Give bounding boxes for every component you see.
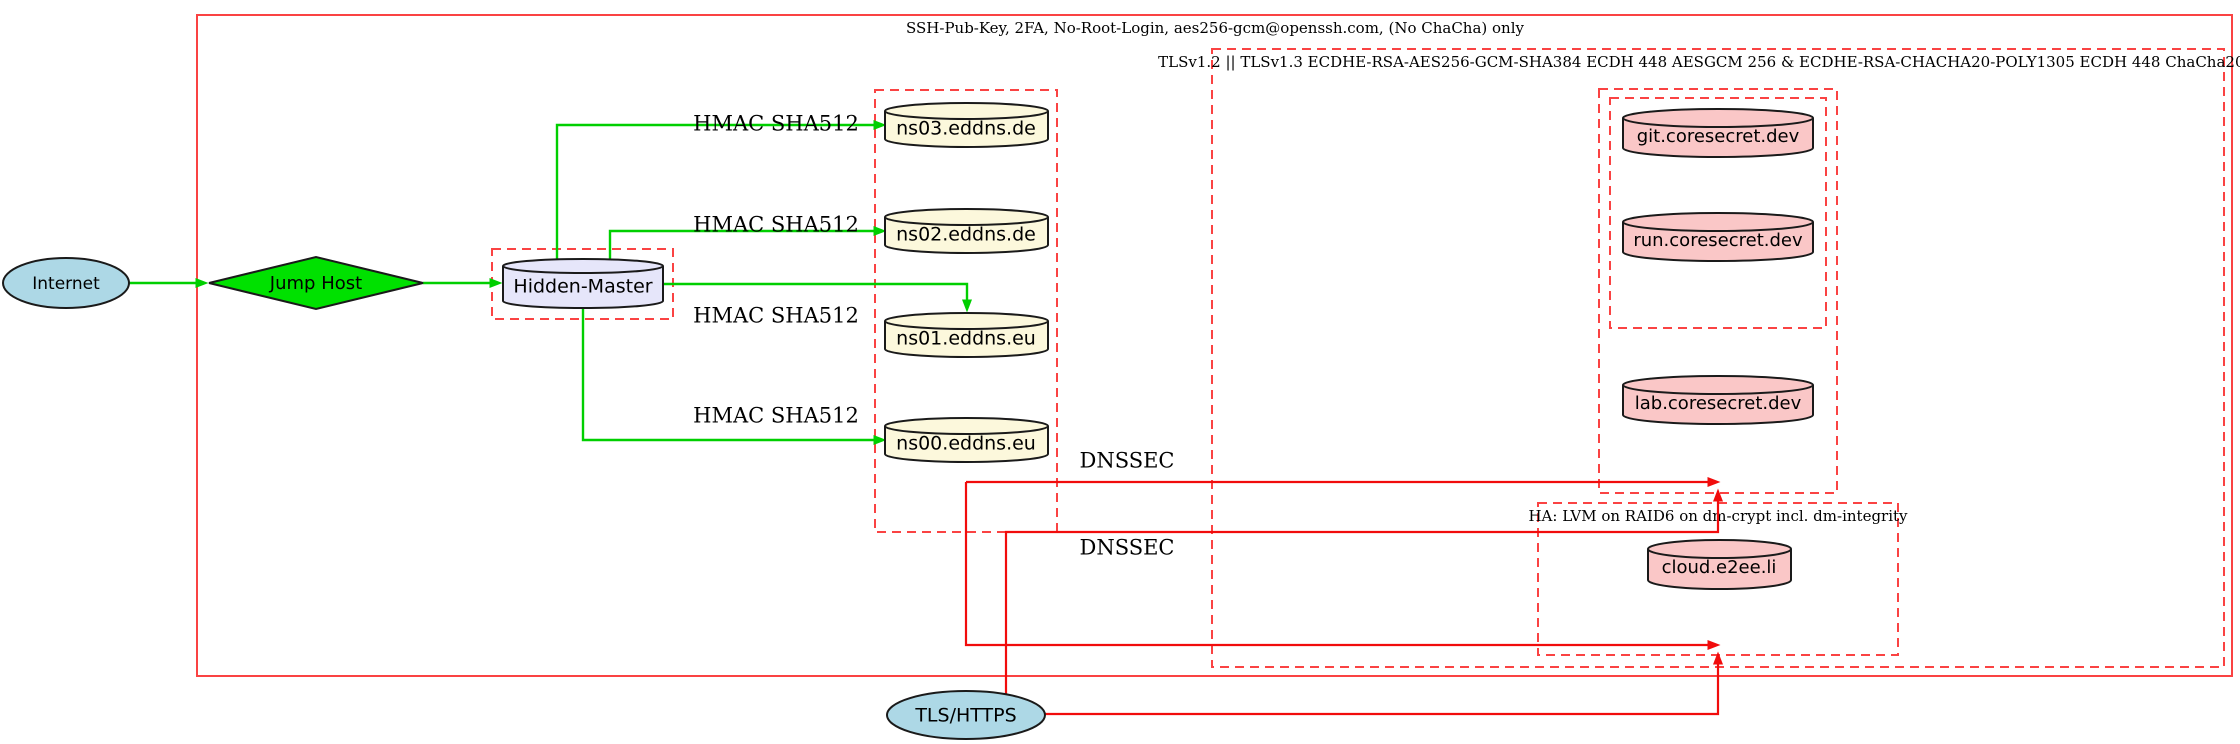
node-cloud-label: cloud.e2ee.li [1662,557,1777,578]
edge-tlshttps-to-coresecret [1004,488,1723,694]
edge-label-hmac-ns00: HMAC SHA512 [693,404,859,428]
cluster-ssh-label: SSH-Pub-Key, 2FA, No-Root-Login, aes256-… [906,19,1525,37]
ns03-cylinder-lip [884,110,1049,120]
ns01-cylinder-lip [884,320,1049,330]
node-ns03-label: ns03.eddns.de [896,118,1036,140]
git-cylinder-lip [1622,117,1814,128]
edge-dnssec-lower [964,482,1721,650]
ns02-cylinder-lip [884,216,1049,226]
cluster-nameservers-box [874,89,1058,533]
node-ns02: ns02.eddns.de [884,208,1049,254]
node-hidden-master-label: Hidden-Master [513,276,652,298]
edge-tlshttps-to-ha [1045,651,1723,716]
edge-label-dnssec-upper: DNSSEC [1079,449,1174,473]
cluster-coresecret-outer-box [1598,88,1838,494]
node-internet: Internet [2,257,130,309]
cluster-tls-label: TLSv1.2 || TLSv1.3 ECDHE-RSA-AES256-GCM-… [1158,53,2240,71]
lab-cylinder-lip [1622,384,1814,395]
cloud-cylinder-lip [1647,548,1792,559]
edge-label-dnssec-lower: DNSSEC [1079,536,1174,560]
node-jump-host-label: Jump Host [269,273,362,294]
node-ns01-label: ns01.eddns.eu [896,328,1036,350]
cloud-cylinder [1647,539,1792,590]
internet-ellipse [2,257,130,309]
node-internet-label: Internet [32,274,100,294]
ns03-cylinder [884,102,1049,148]
jump-host-diamond [208,255,424,311]
edge-hiddenmaster-to-ns00 [581,308,887,445]
node-run: run.coresecret.dev [1622,212,1814,262]
git-cylinder [1622,108,1814,158]
node-ns00: ns00.eddns.eu [884,417,1049,463]
ns00-cylinder [884,417,1049,463]
node-lab: lab.coresecret.dev [1622,375,1814,425]
tls-https-ellipse [886,690,1046,740]
edge-hiddenmaster-to-ns02 [608,226,887,259]
node-tls-https: TLS/HTTPS [886,690,1046,740]
node-lab-label: lab.coresecret.dev [1635,393,1802,414]
node-ns03: ns03.eddns.de [884,102,1049,148]
lab-cylinder [1622,375,1814,425]
node-hidden-master: Hidden-Master [502,258,664,309]
run-cylinder-lip [1622,221,1814,232]
edge-label-hmac-ns01: HMAC SHA512 [693,304,859,328]
cluster-coresecret-inner-box [1609,97,1827,329]
node-ns00-label: ns00.eddns.eu [896,433,1036,455]
ns02-cylinder [884,208,1049,254]
node-tls-https-label: TLS/HTTPS [914,705,1016,727]
edge-label-hmac-ns03: HMAC SHA512 [693,112,859,136]
node-git: git.coresecret.dev [1622,108,1814,158]
node-jump-host: Jump Host [208,255,424,311]
ns00-cylinder-lip [884,425,1049,435]
ns01-cylinder [884,312,1049,358]
cluster-ssh-box [196,14,2233,677]
node-ns02-label: ns02.eddns.de [896,224,1036,246]
node-cloud: cloud.e2ee.li [1647,539,1792,590]
node-run-label: run.coresecret.dev [1633,230,1803,251]
edge-label-hmac-ns02: HMAC SHA512 [693,213,859,237]
run-cylinder [1622,212,1814,262]
hidden-master-cylinder-lip [502,265,664,274]
edge-hiddenmaster-to-ns03 [555,120,887,259]
edge-hiddenmaster-to-ns01 [663,282,972,313]
node-git-label: git.coresecret.dev [1637,126,1800,147]
node-ns01: ns01.eddns.eu [884,312,1049,358]
